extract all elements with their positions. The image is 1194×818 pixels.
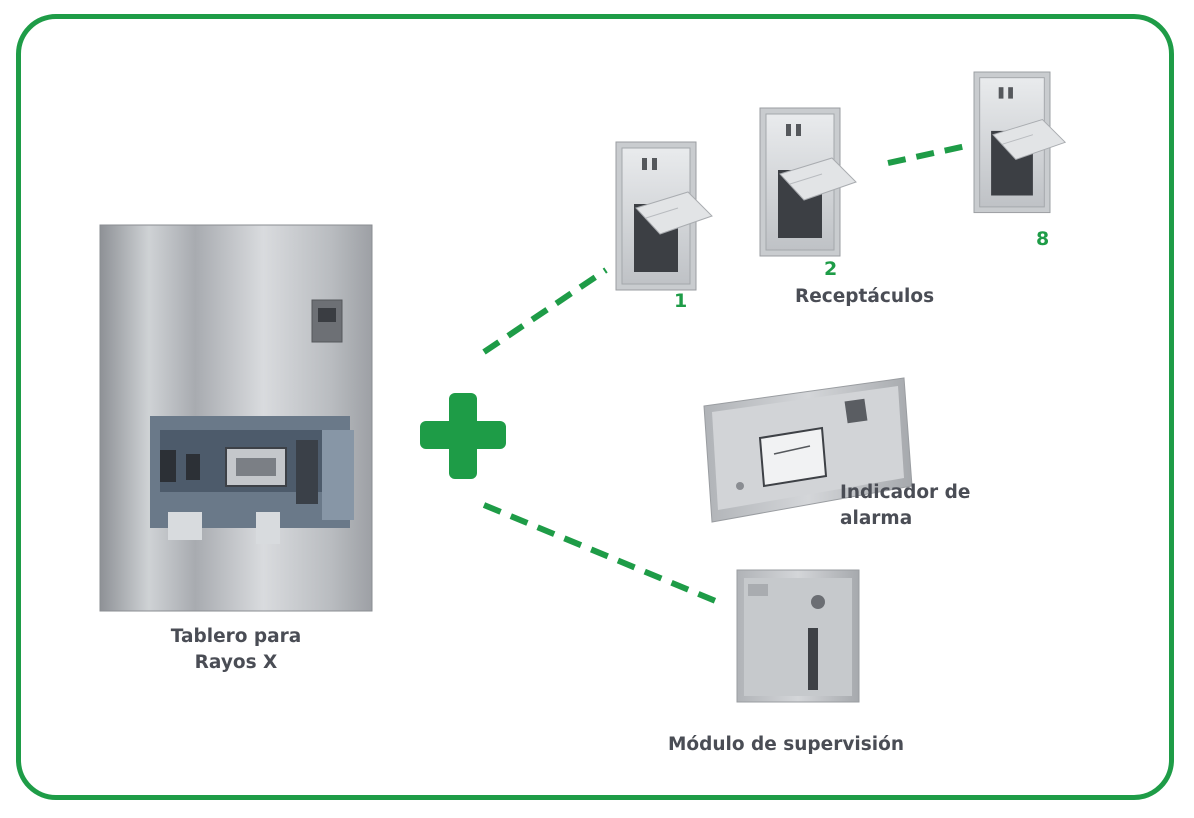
receptacle-number-1: 1	[674, 290, 688, 312]
xray-panel-icon	[99, 224, 373, 612]
panel-label-line2: Rayos X	[194, 652, 278, 673]
panel-label-line1: Tablero para	[170, 626, 302, 647]
supervision-module-device-icon	[736, 569, 860, 703]
connector-to-receptacles	[482, 267, 608, 355]
panel-label: Tablero para Rayos X	[100, 624, 372, 676]
alarm-label-line2: alarma	[840, 508, 913, 529]
connector-to-supervision	[482, 502, 720, 605]
receptacle-device-icon	[759, 107, 857, 257]
receptacle-device-icon	[615, 141, 713, 291]
receptacles-label: Receptáculos	[795, 286, 935, 307]
connector-between-receptacles	[887, 143, 967, 166]
plus-icon	[420, 393, 506, 479]
receptacle-number-8: 8	[1036, 228, 1050, 250]
receptacle-number-2: 2	[824, 258, 838, 280]
receptacle-device-icon	[973, 71, 1066, 214]
supervision-label: Módulo de supervisión	[668, 734, 904, 755]
diagram-frame	[16, 14, 1174, 800]
alarm-label: Indicador de alarma	[840, 480, 970, 532]
alarm-indicator-device-icon	[703, 377, 913, 523]
alarm-label-line1: Indicador de	[840, 482, 971, 503]
